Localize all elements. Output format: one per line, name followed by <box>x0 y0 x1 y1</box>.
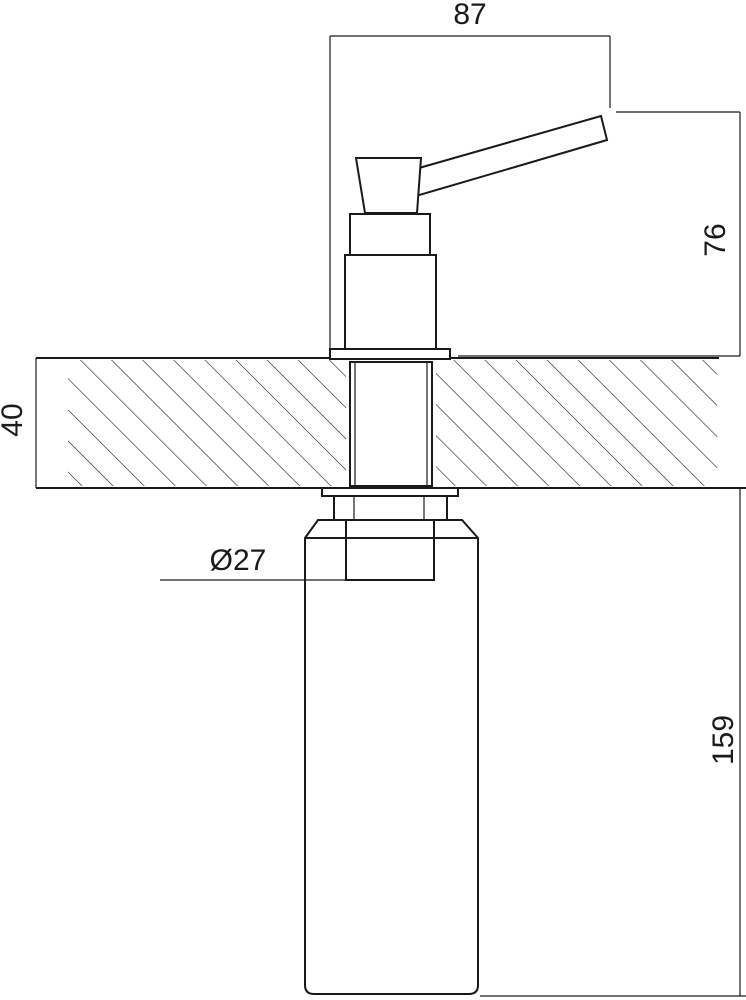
dimension-counter-thickness: 40 <box>0 358 37 488</box>
countertop-section <box>36 357 746 489</box>
dimension-bottle-length: 159 <box>480 488 746 997</box>
dimension-label-diameter: Ø27 <box>210 544 267 577</box>
soap-bottle <box>304 519 479 995</box>
dimension-label-bottle-length: 159 <box>707 715 740 765</box>
dimension-height-above: 76 <box>458 111 741 357</box>
dimension-label-width: 87 <box>453 0 486 31</box>
mounting-nut <box>321 487 459 521</box>
dimension-width: 87 <box>329 0 611 348</box>
dimension-diameter: Ø27 <box>160 544 346 581</box>
dimension-label-counter-thickness: 40 <box>0 403 29 436</box>
dimension-label-height-above: 76 <box>699 223 732 256</box>
dispenser-head <box>329 114 609 360</box>
